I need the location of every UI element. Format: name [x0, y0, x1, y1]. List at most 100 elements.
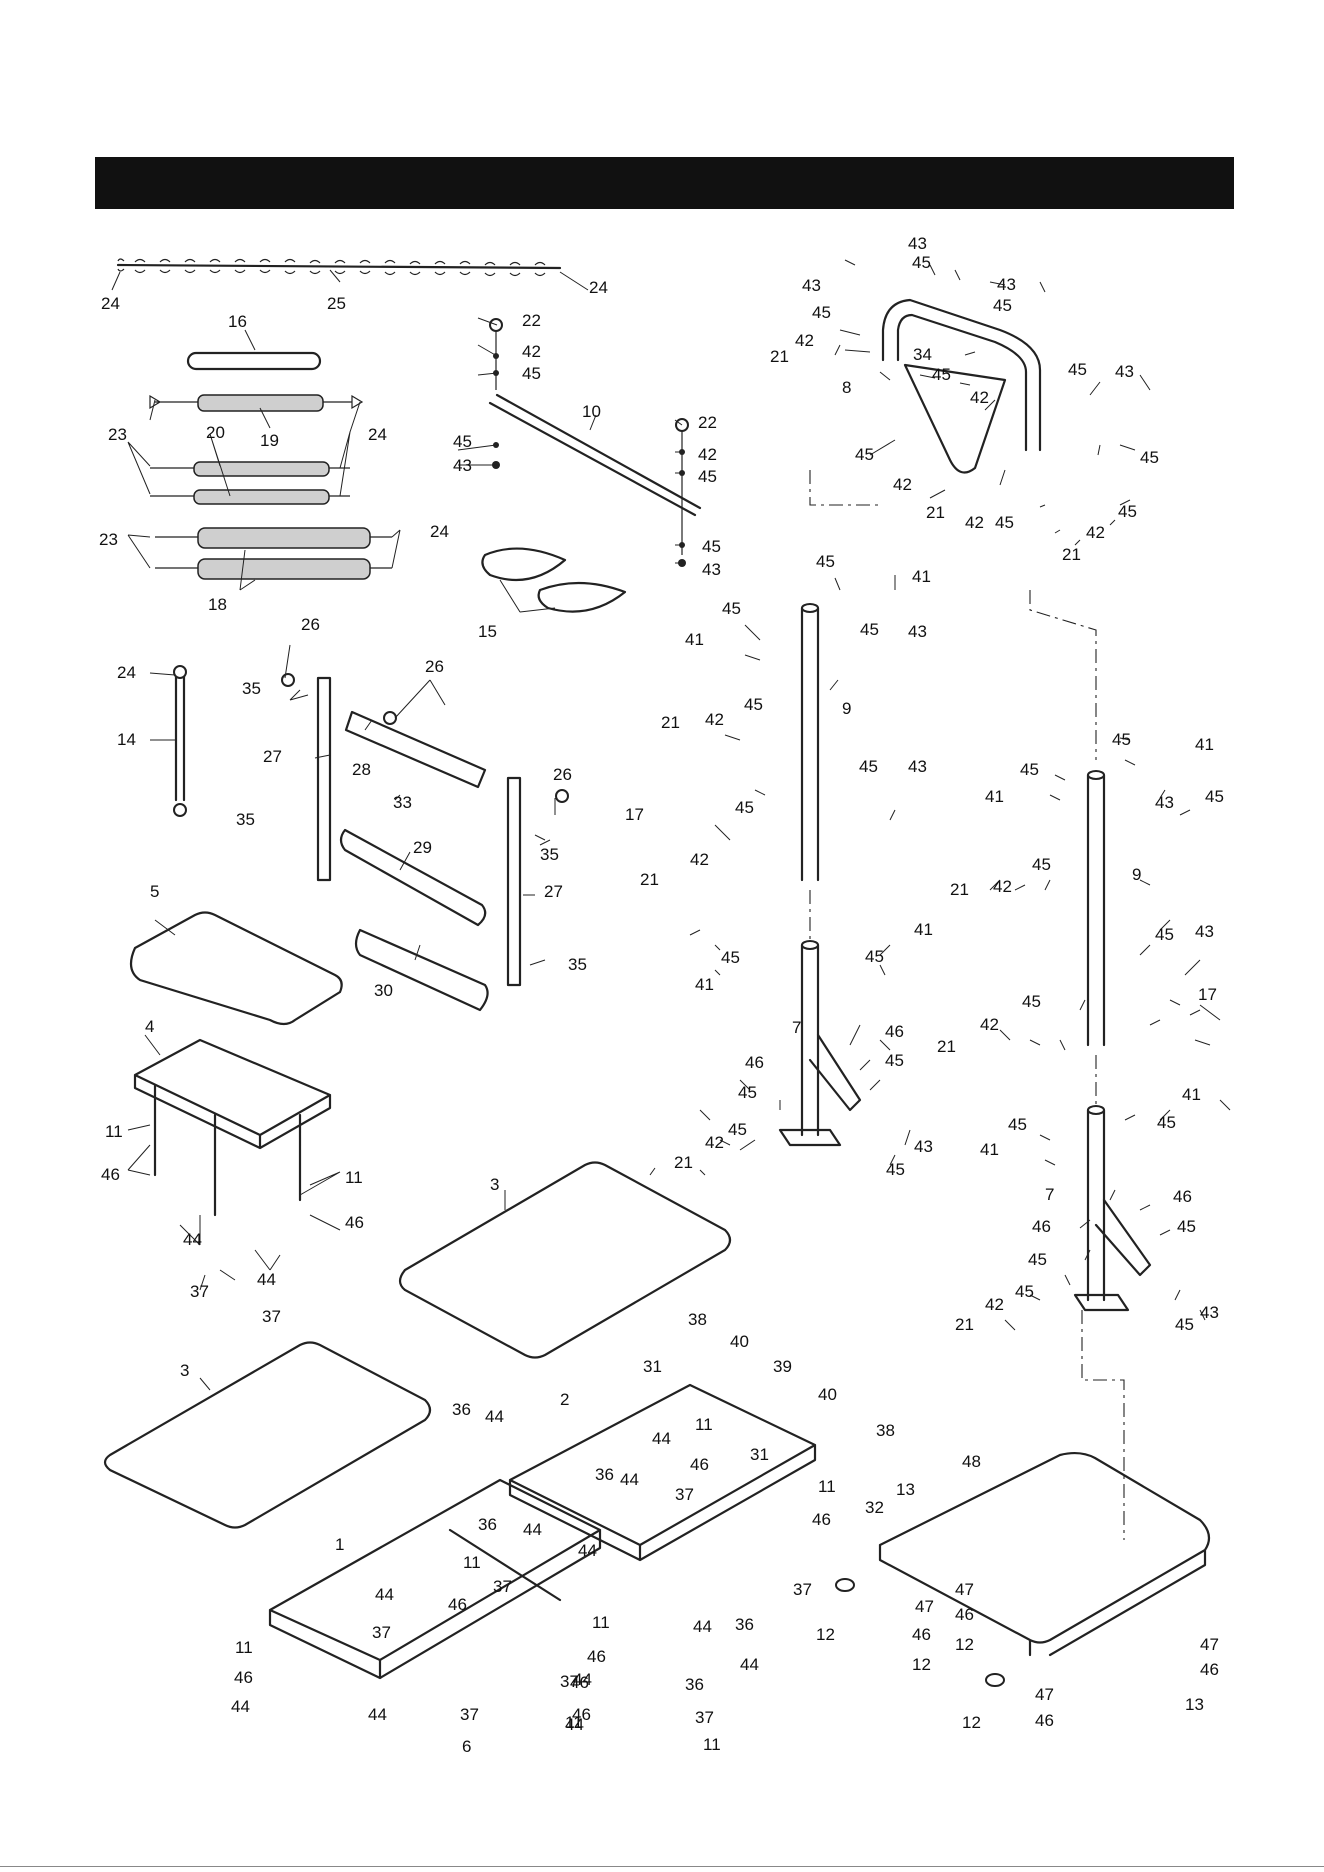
callout-label: 31 [643, 1357, 662, 1376]
callout-label: 12 [816, 1625, 835, 1644]
callout-label: 18 [208, 595, 227, 614]
callout-label: 45 [912, 253, 931, 272]
leg-assembly [281, 673, 569, 1012]
callout-label: 43 [908, 757, 927, 776]
callout-label: 46 [345, 1213, 364, 1232]
callout-label: 47 [1035, 1685, 1054, 1704]
callout-label: 35 [236, 810, 255, 829]
callout-label: 23 [99, 530, 118, 549]
callout-label: 45 [1028, 1250, 1047, 1269]
callout-label: 6 [462, 1737, 471, 1756]
upright-left [778, 603, 862, 1147]
callout-label: 46 [955, 1605, 974, 1624]
callout-label: 7 [1045, 1185, 1054, 1204]
frame-2 [508, 1383, 817, 1562]
callout-label: 16 [228, 312, 247, 331]
callout-label: 13 [1185, 1695, 1204, 1714]
callout-label: 22 [698, 413, 717, 432]
callout-label: 30 [374, 981, 393, 1000]
callout-label: 44 [652, 1429, 671, 1448]
callout-label: 17 [1198, 985, 1217, 1004]
callout-label: 45 [744, 695, 763, 714]
callout-label: 45 [721, 948, 740, 967]
callout-label: 26 [301, 615, 320, 634]
callout-label: 45 [993, 296, 1012, 315]
callout-label: 25 [327, 294, 346, 313]
callout-label: 41 [912, 567, 931, 586]
callout-label: 5 [150, 882, 159, 901]
callout-label: 46 [912, 1625, 931, 1644]
callout-label: 41 [980, 1140, 999, 1159]
callout-label: 42 [970, 388, 989, 407]
base-frame-1 [268, 1478, 602, 1680]
callout-label: 45 [735, 798, 754, 817]
callout-label: 21 [640, 870, 659, 889]
callout-label: 21 [674, 1153, 693, 1172]
callout-label: 45 [1112, 730, 1131, 749]
callout-label: 44 [573, 1670, 592, 1689]
header-bar [95, 157, 1234, 209]
callout-label: 45 [728, 1120, 747, 1139]
callout-label: 22 [522, 311, 541, 330]
callout-label: 46 [1032, 1217, 1051, 1236]
callout-label: 33 [393, 793, 412, 812]
callout-label: 44 [183, 1230, 202, 1249]
callout-label: 21 [950, 880, 969, 899]
callout-label: 36 [735, 1615, 754, 1634]
callout-label: 45 [860, 620, 879, 639]
pad-3-lower [103, 1341, 432, 1529]
straps-15 [481, 547, 627, 613]
callout-label: 21 [937, 1037, 956, 1056]
callout-label: 21 [1062, 545, 1081, 564]
callout-label: 46 [570, 1673, 589, 1692]
callout-label: 45 [1140, 448, 1159, 467]
callout-label: 24 [430, 522, 449, 541]
callout-label: 44 [578, 1541, 597, 1560]
callout-label: 24 [117, 663, 136, 682]
callout-label: 42 [1086, 523, 1105, 542]
callout-label: 37 [190, 1282, 209, 1301]
callout-label: 43 [702, 560, 721, 579]
callout-label: 8 [842, 378, 851, 397]
tube-16 [186, 351, 322, 371]
callout-label: 3 [490, 1175, 499, 1194]
callout-label: 35 [540, 845, 559, 864]
callout-label: 47 [955, 1580, 974, 1599]
callout-label: 12 [955, 1635, 974, 1654]
callout-label: 11 [695, 1415, 713, 1434]
callout-label: 24 [101, 294, 120, 313]
callout-label: 29 [413, 838, 432, 857]
callout-label: 26 [553, 765, 572, 784]
callout-label: 42 [980, 1015, 999, 1034]
callout-label: 43 [1195, 922, 1214, 941]
callout-label: 45 [1157, 1113, 1176, 1132]
callout-label: 11 [235, 1638, 253, 1657]
callout-label: 36 [685, 1675, 704, 1694]
callout-label: 39 [773, 1357, 792, 1376]
callout-label: 44 [368, 1705, 387, 1724]
callout-label: 35 [242, 679, 261, 698]
callout-label: 35 [568, 955, 587, 974]
callout-label: 46 [587, 1647, 606, 1666]
callout-label: 28 [352, 760, 371, 779]
callout-label: 11 [703, 1735, 721, 1754]
strap-14 [174, 673, 186, 802]
callout-label: 45 [995, 513, 1014, 532]
callout-label: 44 [523, 1520, 542, 1539]
callout-label: 23 [108, 425, 127, 444]
callout-label: 36 [478, 1515, 497, 1534]
callout-label: 43 [908, 622, 927, 641]
callout-label: 34 [913, 345, 932, 364]
springs [149, 394, 392, 580]
callout-label: 41 [914, 920, 933, 939]
callout-label: 46 [1200, 1660, 1219, 1679]
callout-label: 44 [620, 1470, 639, 1489]
callout-label: 45 [932, 365, 951, 384]
callout-label: 45 [453, 432, 472, 451]
callout-label: 42 [522, 342, 541, 361]
callout-label: 46 [448, 1595, 467, 1614]
callout-label: 12 [962, 1713, 981, 1732]
callout-label: 42 [705, 1133, 724, 1152]
callout-label: 11 [345, 1168, 363, 1187]
